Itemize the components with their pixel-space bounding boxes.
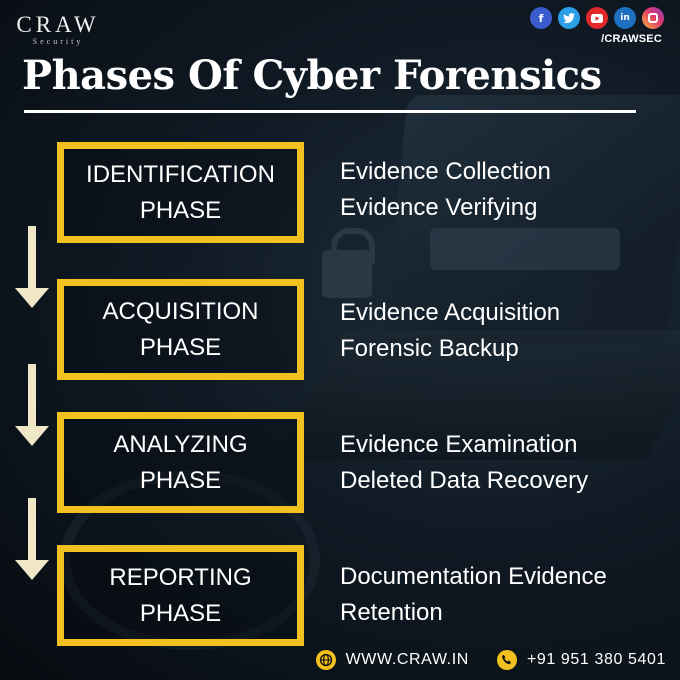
social-handle: /CRAWSEC [601, 33, 662, 45]
phase-name-line-1: REPORTING [109, 563, 252, 591]
facebook-icon[interactable]: f [530, 7, 552, 29]
craw-logo: CRAW Security [13, 12, 103, 46]
linkedin-icon[interactable]: in [614, 7, 636, 29]
phase-details-identification: Evidence Collection Evidence Verifying [340, 154, 670, 226]
phase-detail: Evidence Verifying [340, 194, 538, 221]
phase-name-line-1: ACQUISITION [102, 297, 259, 325]
phase-name-line-2: PHASE [139, 466, 222, 494]
background-padlock [322, 228, 375, 298]
phase-box-analyzing: ANALYZING PHASE [57, 412, 304, 513]
phase-name-line-2: PHASE [139, 599, 222, 627]
globe-icon [315, 650, 336, 670]
phase-detail: Documentation Evidence [340, 563, 607, 590]
phase-box-reporting: REPORTING PHASE [57, 545, 304, 646]
instagram-icon[interactable] [642, 7, 664, 29]
phase-box-acquisition: ACQUISITION PHASE [57, 279, 304, 380]
phase-details-reporting: Documentation Evidence Retention [340, 559, 670, 631]
youtube-icon[interactable] [586, 7, 608, 29]
arrow-down-icon [15, 498, 49, 580]
logo-name: CRAW [16, 12, 100, 37]
phase-details-analyzing: Evidence Examination Deleted Data Recove… [340, 427, 670, 499]
phase-detail: Evidence Collection [340, 158, 551, 185]
title-underline [24, 110, 636, 113]
arrow-down-icon [15, 226, 49, 308]
logo-tagline: Security [32, 37, 84, 46]
social-icons: f in [530, 7, 664, 29]
phase-detail: Evidence Examination [340, 431, 578, 458]
phase-name-line-1: IDENTIFICATION [86, 160, 275, 188]
footer-contact: WWW.CRAW.IN +91 951 380 5401 [315, 650, 666, 670]
phase-detail: Evidence Acquisition [340, 299, 561, 326]
phase-name-line-2: PHASE [139, 196, 222, 224]
phone-number[interactable]: +91 951 380 5401 [526, 651, 666, 668]
phase-name-line-2: PHASE [139, 333, 222, 361]
page-title: Phases Of Cyber Forensics [22, 52, 602, 99]
phase-details-acquisition: Evidence Acquisition Forensic Backup [340, 295, 670, 367]
background-password-field [430, 228, 620, 270]
phase-detail: Retention [340, 599, 443, 626]
website-link[interactable]: WWW.CRAW.IN [345, 651, 469, 668]
phase-detail: Forensic Backup [340, 335, 519, 362]
phase-name-line-1: ANALYZING [113, 430, 248, 458]
phase-box-identification: IDENTIFICATION PHASE [57, 142, 304, 243]
twitter-icon[interactable] [558, 7, 580, 29]
phone-icon [496, 650, 517, 670]
phase-detail: Deleted Data Recovery [340, 467, 589, 494]
arrow-down-icon [15, 364, 49, 446]
